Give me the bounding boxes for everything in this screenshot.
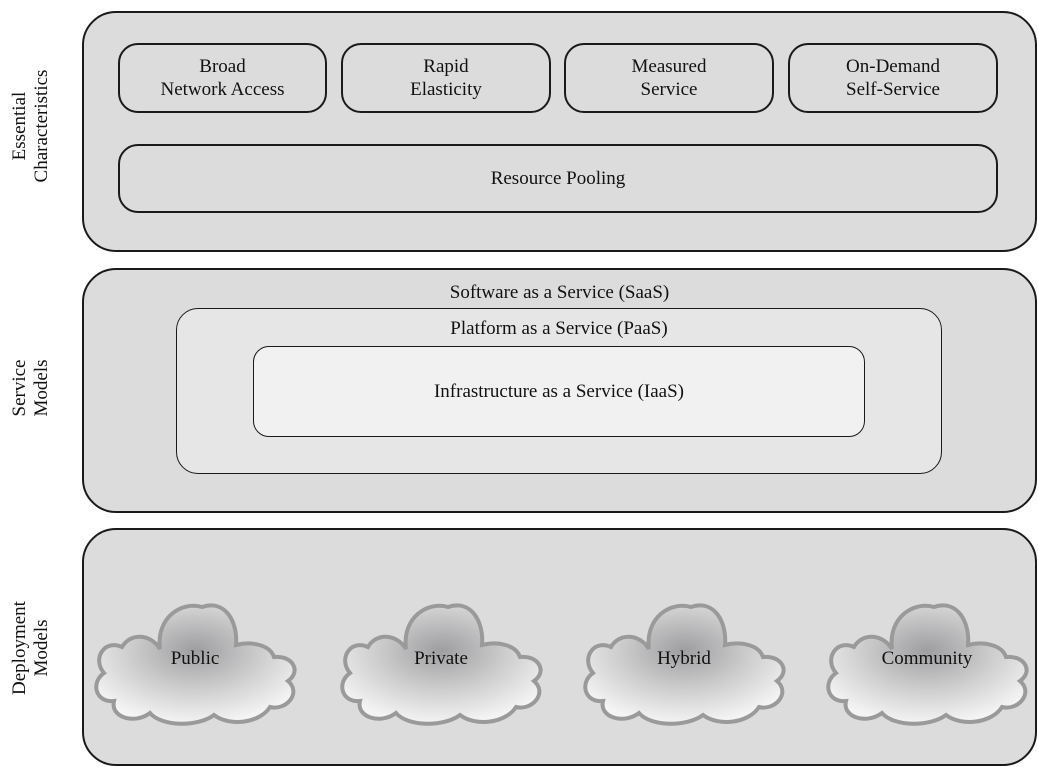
paas-label: Platform as a Service (PaaS) [450, 318, 668, 339]
public-cloud: Public [90, 589, 300, 729]
community-cloud: Community [822, 589, 1032, 729]
iaas-box: Infrastructure as a Service (IaaS) [253, 346, 865, 437]
box-line: Network Access [160, 79, 285, 100]
cloud-label: Public [170, 648, 220, 669]
iaas-label: Infrastructure as a Service (IaaS) [433, 380, 685, 402]
private-cloud: Private [336, 589, 546, 729]
cloud-label: Private [414, 648, 468, 669]
resource-pooling-box: Resource Pooling [118, 144, 998, 213]
box-line: Self-Service [846, 79, 940, 100]
saas-label: Software as a Service (SaaS) [449, 282, 670, 303]
hybrid-cloud: Hybrid [579, 589, 789, 729]
cloud-label: Hybrid [657, 648, 711, 669]
cloud-label: Community [881, 648, 973, 669]
label-line: Characteristics [31, 69, 52, 183]
label-line: Service [9, 359, 30, 417]
box-line: Broad [199, 56, 246, 77]
box-line: Service [640, 79, 698, 100]
box-line: Measured [631, 56, 707, 77]
label-line: Deployment [9, 601, 30, 695]
box-line: Elasticity [410, 79, 482, 100]
label-line: Models [31, 619, 52, 677]
label-line: Essential [9, 91, 30, 161]
label-line: Models [31, 359, 52, 417]
box-line: Rapid [423, 56, 469, 77]
box-line: On-Demand [846, 56, 940, 77]
box-line: Resource Pooling [490, 168, 626, 189]
